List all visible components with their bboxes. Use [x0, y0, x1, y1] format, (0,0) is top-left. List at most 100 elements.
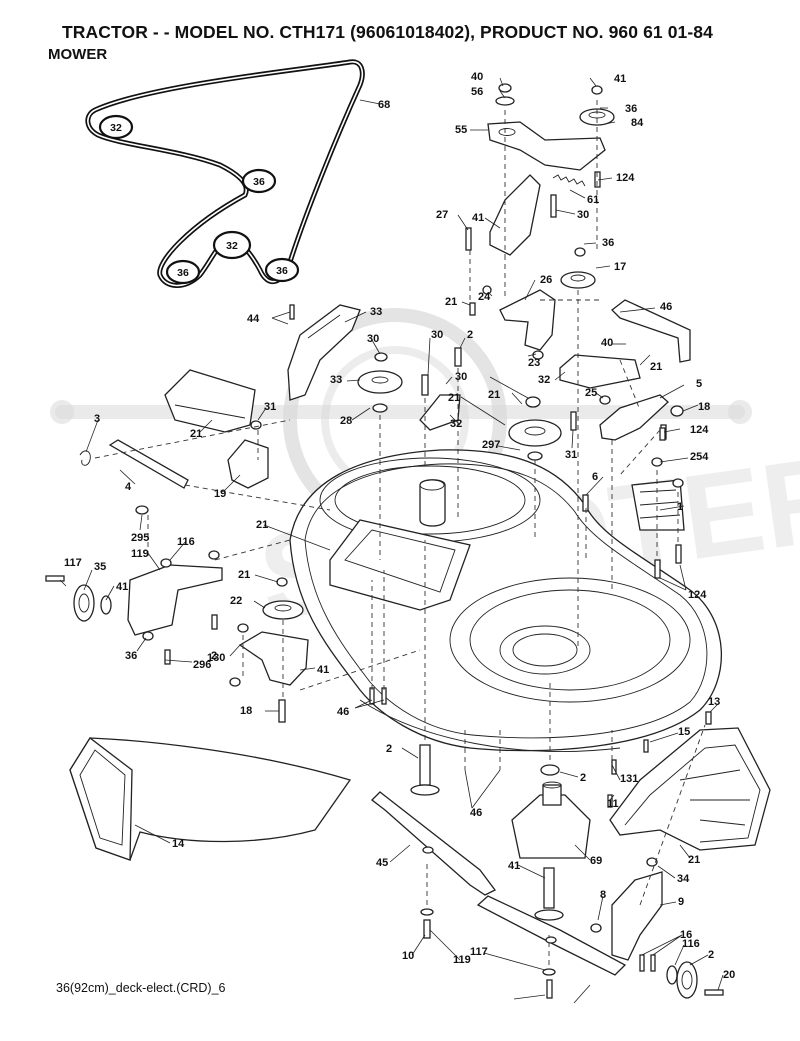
svg-text:32: 32 [110, 122, 122, 134]
callout-label: 2 [580, 772, 586, 784]
assembly-guide-lines [94, 100, 706, 965]
callout-label: 124 [616, 172, 635, 184]
callout-label: 130 [207, 652, 225, 664]
callout-label: 2 [708, 949, 714, 961]
callout-label: 30 [577, 209, 589, 221]
callout-label: 36 [125, 650, 137, 662]
callout-label: 297 [482, 439, 500, 451]
page-title: TRACTOR - - MODEL NO. CTH171 (9606101840… [62, 22, 713, 42]
page-subtitle: MOWER [48, 46, 108, 63]
idler-arm-bracket [465, 83, 615, 289]
callout-label: 21 [238, 569, 250, 581]
front-hanger-assembly [79, 369, 269, 515]
callout-label: 21 [488, 389, 500, 401]
callout-label: 116 [177, 536, 195, 548]
callout-label: 34 [677, 873, 690, 885]
callout-label: 131 [620, 773, 638, 785]
callout-label: 21 [688, 854, 700, 866]
callout-label: 21 [445, 296, 457, 308]
callout-label: 6 [592, 471, 598, 483]
svg-text:36: 36 [276, 265, 288, 277]
callout-label: 19 [214, 488, 226, 500]
callout-label: 31 [264, 401, 276, 413]
callout-label: 31 [565, 449, 577, 461]
callout-label: 124 [688, 589, 707, 601]
callout-label: 46 [470, 807, 482, 819]
callout-label: 41 [472, 212, 484, 224]
spindle-assembly [410, 744, 591, 921]
callout-label: 119 [453, 954, 471, 966]
belt-pulley: 32 [98, 114, 134, 140]
callout-label: 3 [94, 413, 100, 425]
callout-label: 2 [211, 650, 217, 662]
callout-label: 30 [367, 333, 379, 345]
callout-label: 2 [467, 329, 473, 341]
callout-label: 30 [455, 371, 467, 383]
callout-label: 40 [601, 337, 613, 349]
callout-label: 14 [172, 838, 185, 850]
callout-label: 55 [455, 124, 467, 136]
callout-label: 295 [131, 532, 149, 544]
callout-label: 45 [376, 857, 388, 869]
callout-label: 36 [625, 103, 637, 115]
left-gauge-wheel-assembly [45, 550, 223, 665]
callout-label: 33 [330, 374, 342, 386]
callout-label: 27 [436, 209, 448, 221]
callout-label: 41 [116, 581, 128, 593]
callout-label: 24 [478, 291, 491, 303]
belt-guide [287, 304, 361, 401]
callout-label: 22 [230, 595, 242, 607]
idler-pulley-assembly [229, 577, 387, 723]
belt-pulley: 36 [241, 168, 277, 194]
callout-leader-lines [59, 77, 724, 1004]
callout-label: 9 [678, 896, 684, 908]
deck-pulleys [357, 347, 562, 461]
callout-label: 26 [540, 274, 552, 286]
callout-label: 15 [678, 726, 690, 738]
callout-label: 28 [340, 415, 352, 427]
callout-label: 18 [240, 705, 252, 717]
callout-label: 61 [587, 194, 599, 206]
callout-label: 17 [614, 261, 626, 273]
callout-label: 21 [190, 428, 202, 440]
svg-text:32: 32 [226, 240, 238, 252]
callout-label: 33 [370, 306, 382, 318]
callout-label: 10 [402, 950, 414, 962]
callout-label: 69 [590, 855, 602, 867]
callout-label: 117 [64, 557, 82, 569]
mower-deck-housing [289, 449, 723, 752]
callout-label: 5 [696, 378, 702, 390]
callout-label: 35 [94, 561, 106, 573]
callout-label: 2 [386, 743, 392, 755]
callout-label: 20 [723, 969, 735, 981]
callout-label: 32 [450, 418, 462, 430]
callout-label: 119 [131, 548, 149, 560]
callout-label: 13 [708, 696, 720, 708]
callout-label: 21 [448, 392, 460, 404]
belt-assembly: 32 36 32 36 36 [85, 59, 365, 288]
discharge-chute [69, 737, 352, 861]
drawing-code: 36(92cm)_deck-elect.(CRD)_6 [56, 981, 226, 995]
callout-label: 25 [585, 387, 597, 399]
callout-label: 30 [431, 329, 443, 341]
callout-labels: 68 40 56 41 36 84 55 124 61 30 27 41 36 … [64, 71, 735, 981]
belt-pulley: 36 [165, 259, 201, 285]
right-gauge-wheel-assembly [590, 857, 724, 999]
callout-label: 23 [528, 357, 540, 369]
callout-label: 16 [680, 929, 692, 941]
callout-label: 117 [470, 946, 488, 958]
belt-pulley: 32 [212, 230, 252, 260]
callout-label: 8 [600, 889, 606, 901]
belt-pulley: 36 [264, 257, 300, 283]
callout-label: 56 [471, 86, 483, 98]
callout-label: 41 [317, 664, 329, 676]
callout-label: 21 [650, 361, 662, 373]
callout-label: 46 [337, 706, 349, 718]
callout-label: 41 [614, 73, 626, 85]
callout-label: 21 [256, 519, 268, 531]
right-blade-shield [607, 711, 771, 851]
callout-label: 44 [247, 313, 260, 325]
callout-label: 116 [682, 938, 700, 950]
callout-label: 254 [690, 451, 709, 463]
callout-label: 124 [690, 424, 709, 436]
